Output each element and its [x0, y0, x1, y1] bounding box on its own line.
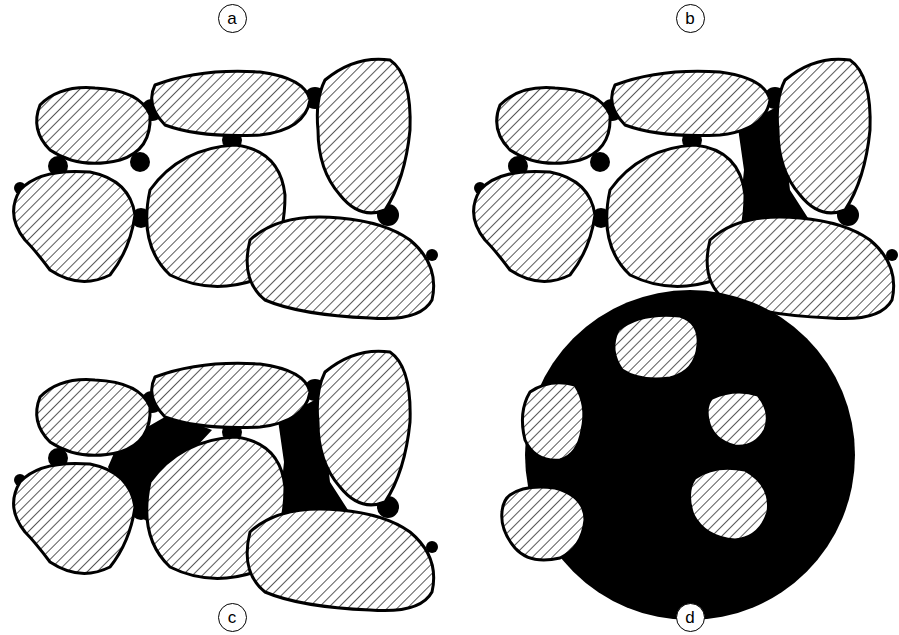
panel-tag: a: [218, 4, 247, 33]
panel-letter: c: [228, 609, 237, 626]
panel-b-grains: [474, 59, 898, 318]
panel-c-grains: [14, 351, 438, 610]
panel-tag: d: [676, 603, 705, 632]
panel-tag: c: [218, 603, 247, 632]
panel-letter: b: [685, 10, 694, 27]
panel-letter: d: [685, 609, 694, 626]
panel-tag: b: [676, 4, 705, 33]
panel-letter: a: [227, 10, 236, 27]
panel-a-grains: [14, 59, 438, 318]
panel-d-droplet: [502, 290, 855, 620]
